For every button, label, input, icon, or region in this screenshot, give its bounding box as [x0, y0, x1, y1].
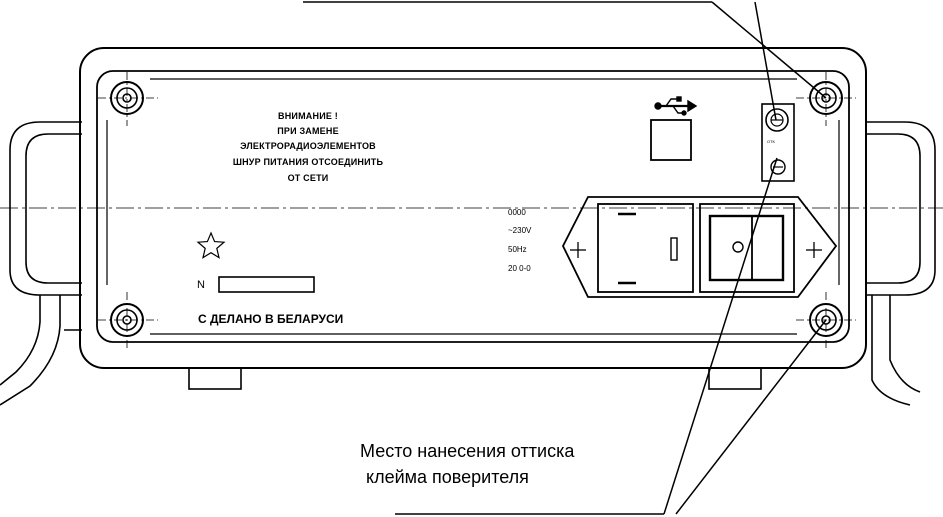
screw-top-left [98, 72, 158, 126]
serial-number-label: N [197, 279, 205, 291]
warning-line-4: ШНУР ПИТАНИЯ ОТСОЕДИНИТЬ [232, 157, 384, 167]
caption-line-2: клейма поверителя [366, 467, 529, 487]
warning-line-1: ВНИМАНИЕ ! [278, 111, 338, 121]
caption-line-1: Место нанесения оттиска [360, 441, 575, 461]
serial-number-box [218, 276, 315, 293]
seal-stamp-text: ОТК [767, 139, 775, 144]
power-entry-module [561, 196, 838, 298]
power-spec-voltage: ~230V [508, 226, 532, 235]
star-icon [196, 231, 226, 259]
panel-border [96, 70, 850, 343]
screw-top-right [796, 72, 856, 126]
right-handle [865, 121, 936, 406]
warning-line-5: ОТ СЕТИ [287, 173, 329, 183]
warning-line-3: ЭЛЕКТРОРАДИОЭЛЕМЕНТОВ [240, 141, 376, 151]
square-socket [650, 119, 692, 161]
usb-icon [654, 96, 698, 116]
warning-line-2: ПРИ ЗАМЕНЕ [277, 126, 339, 136]
power-spec-code: 0000 [508, 208, 526, 217]
made-in-label: С ДЕЛАНО В БЕЛАРУСИ [198, 312, 344, 326]
left-handle [0, 121, 82, 406]
right-foot [708, 367, 762, 390]
left-foot [188, 367, 242, 390]
power-spec-rating: 20 0-0 [508, 264, 531, 273]
screw-bottom-left [98, 292, 158, 348]
panel-inner-frame [106, 78, 840, 335]
leader-lines [303, 1, 827, 515]
seal-plate [761, 103, 795, 182]
housing-outer [79, 47, 867, 369]
power-spec-frequency: 50Hz [508, 245, 527, 254]
